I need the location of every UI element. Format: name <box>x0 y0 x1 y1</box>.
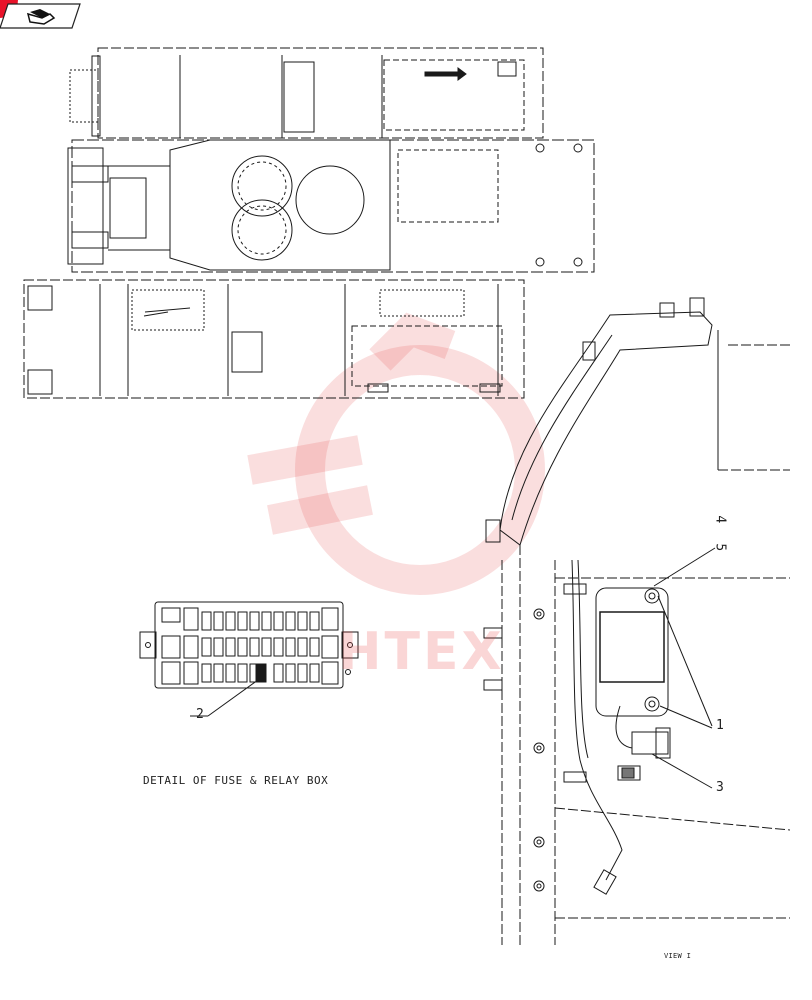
view-caption: VIEW I <box>664 952 692 960</box>
callout-1: 1 <box>716 718 725 733</box>
book-icon <box>26 9 56 25</box>
callout-4: 4 <box>712 515 728 524</box>
view-i-detail <box>483 297 791 945</box>
frame-top-view <box>23 47 595 399</box>
corner-logo[interactable] <box>0 0 81 29</box>
callout-2: 2 <box>196 707 205 722</box>
callout-3: 3 <box>716 780 725 795</box>
callout-5: 5 <box>712 543 728 552</box>
watermark-text: HTEX <box>338 622 505 682</box>
highlighted-relay <box>255 663 267 683</box>
detail-caption: DETAIL OF FUSE & RELAY BOX <box>143 774 329 787</box>
part-number-plate <box>143 311 169 317</box>
fuse-relay-box <box>139 601 359 717</box>
